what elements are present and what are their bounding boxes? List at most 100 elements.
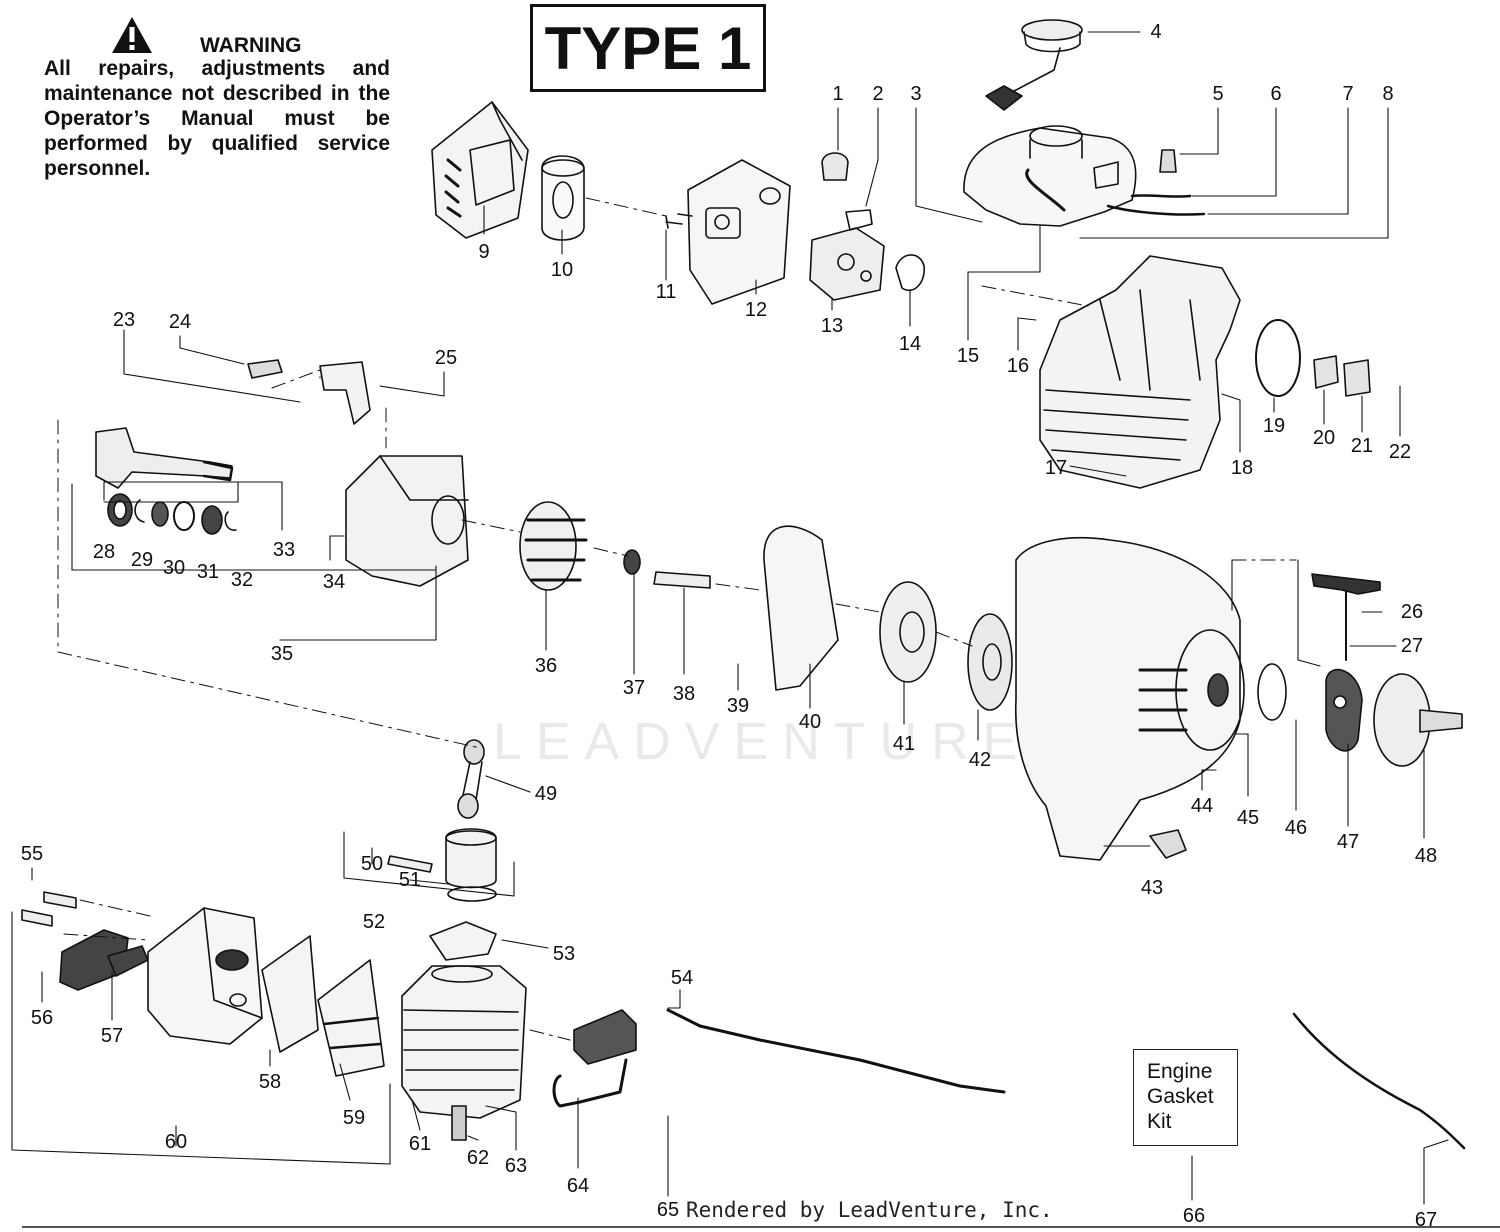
warning-line: the Operator’s Manual must be <box>44 82 390 130</box>
part-fuel-filter <box>1159 149 1177 173</box>
part-label: 5 <box>1212 83 1223 105</box>
part-label: 4 <box>1150 21 1161 43</box>
part-clutch-drum <box>1373 673 1463 767</box>
part-washer <box>623 549 641 575</box>
part-label: 23 <box>113 309 135 331</box>
alignment-lines <box>57 197 1297 1041</box>
part-label: 59 <box>343 1107 365 1129</box>
part-label: 60 <box>165 1131 187 1153</box>
warning-triangle-icon <box>112 17 152 53</box>
part-clutch <box>1325 668 1363 752</box>
part-label: 36 <box>535 655 557 677</box>
part-starter-housing <box>1014 537 1245 861</box>
part-label: 14 <box>899 333 921 355</box>
part-spark-plug <box>451 1105 467 1141</box>
part-heat-shield <box>261 935 319 1053</box>
part-label: 39 <box>727 695 749 717</box>
part-cylinder-gasket <box>429 921 497 961</box>
warning-line: maintenance not described in <box>44 82 359 105</box>
part-bracket <box>247 359 371 425</box>
part-label: 30 <box>163 557 185 579</box>
warning-line: All repairs, adjustments and <box>44 57 390 80</box>
engine-gasket-kit-box: Engine Gasket Kit <box>1133 1049 1238 1146</box>
part-label: 48 <box>1415 845 1437 867</box>
part-piston <box>387 828 497 902</box>
part-label: 18 <box>1231 457 1253 479</box>
part-label: 56 <box>31 1007 53 1029</box>
part-label: 64 <box>567 1175 589 1197</box>
part-fuel-line <box>1130 194 1192 198</box>
part-label: 15 <box>957 345 979 367</box>
part-label: 12 <box>745 299 767 321</box>
part-starter-handle <box>1311 573 1381 661</box>
part-label: 9 <box>478 241 489 263</box>
part-label: 11 <box>656 281 677 303</box>
part-filter-element <box>541 155 585 241</box>
part-pad <box>1313 355 1339 389</box>
part-primer-bulb <box>821 152 849 181</box>
part-cylinder <box>401 965 527 1119</box>
part-label: 20 <box>1313 427 1335 449</box>
part-label: 25 <box>435 347 457 369</box>
part-label: 40 <box>799 711 821 733</box>
part-label: 41 <box>893 733 915 755</box>
part-fuel-line <box>1106 204 1206 216</box>
part-label: 31 <box>197 561 219 583</box>
part-carburetor <box>809 209 885 301</box>
part-label: 37 <box>623 677 645 699</box>
part-label: 63 <box>505 1155 527 1177</box>
part-o-ring <box>1255 319 1301 397</box>
part-label: 1 <box>832 83 843 105</box>
part-throttle-cable <box>1292 1012 1466 1150</box>
part-label: 22 <box>1389 441 1411 463</box>
part-bearing-set <box>107 493 237 535</box>
part-label: 3 <box>910 83 921 105</box>
part-label: 62 <box>467 1147 489 1169</box>
part-label: 52 <box>363 911 385 933</box>
kit-label-line: Gasket <box>1147 1085 1214 1108</box>
part-spring-plate <box>967 613 1013 711</box>
part-pad <box>1343 359 1371 397</box>
part-label: 38 <box>673 683 695 705</box>
part-connecting-rod <box>457 739 485 819</box>
part-filter-plate <box>687 159 791 305</box>
part-shroud <box>763 525 839 691</box>
part-wire-harness <box>666 1008 1006 1094</box>
part-muffler <box>147 907 263 1045</box>
part-label: 46 <box>1285 817 1307 839</box>
part-label: 44 <box>1191 795 1213 817</box>
part-flywheel <box>519 501 588 591</box>
part-label: 54 <box>671 967 693 989</box>
part-label: 17 <box>1045 457 1067 479</box>
part-label: 32 <box>231 569 253 591</box>
part-muffler-plate <box>317 959 385 1077</box>
watermark-text: LEADVENTURE <box>493 713 1032 771</box>
part-label: 55 <box>21 843 43 865</box>
kit-label-line: Kit <box>1147 1110 1172 1133</box>
part-label: 10 <box>551 259 573 281</box>
part-label: 2 <box>872 83 883 105</box>
part-fuel-cap <box>985 19 1083 111</box>
part-ignition-module <box>552 1009 637 1108</box>
part-label: 61 <box>409 1133 431 1155</box>
part-carburetor-gasket <box>895 254 925 291</box>
part-label: 53 <box>553 943 575 965</box>
part-label: 43 <box>1141 877 1163 899</box>
part-label: 50 <box>361 853 383 875</box>
part-label: 57 <box>101 1025 123 1047</box>
part-screws <box>665 213 693 229</box>
part-label: 67 <box>1415 1209 1437 1231</box>
part-crankcase <box>345 455 469 587</box>
part-disc <box>1257 663 1287 721</box>
warning-line: personnel. <box>44 157 151 180</box>
part-label: 13 <box>821 315 843 337</box>
part-label: 34 <box>323 571 345 593</box>
part-label: 49 <box>535 783 557 805</box>
part-label: 27 <box>1401 635 1423 657</box>
part-label: 21 <box>1351 435 1373 457</box>
part-label: 66 <box>1183 1205 1205 1227</box>
bottom-divider <box>22 1226 1500 1228</box>
warning-heading: WARNING <box>200 34 302 57</box>
part-mount-bracket <box>1149 829 1187 859</box>
part-labels: 1 2 3 4 5 6 7 8 9 10 11 12 13 14 15 16 1… <box>21 21 1437 1231</box>
